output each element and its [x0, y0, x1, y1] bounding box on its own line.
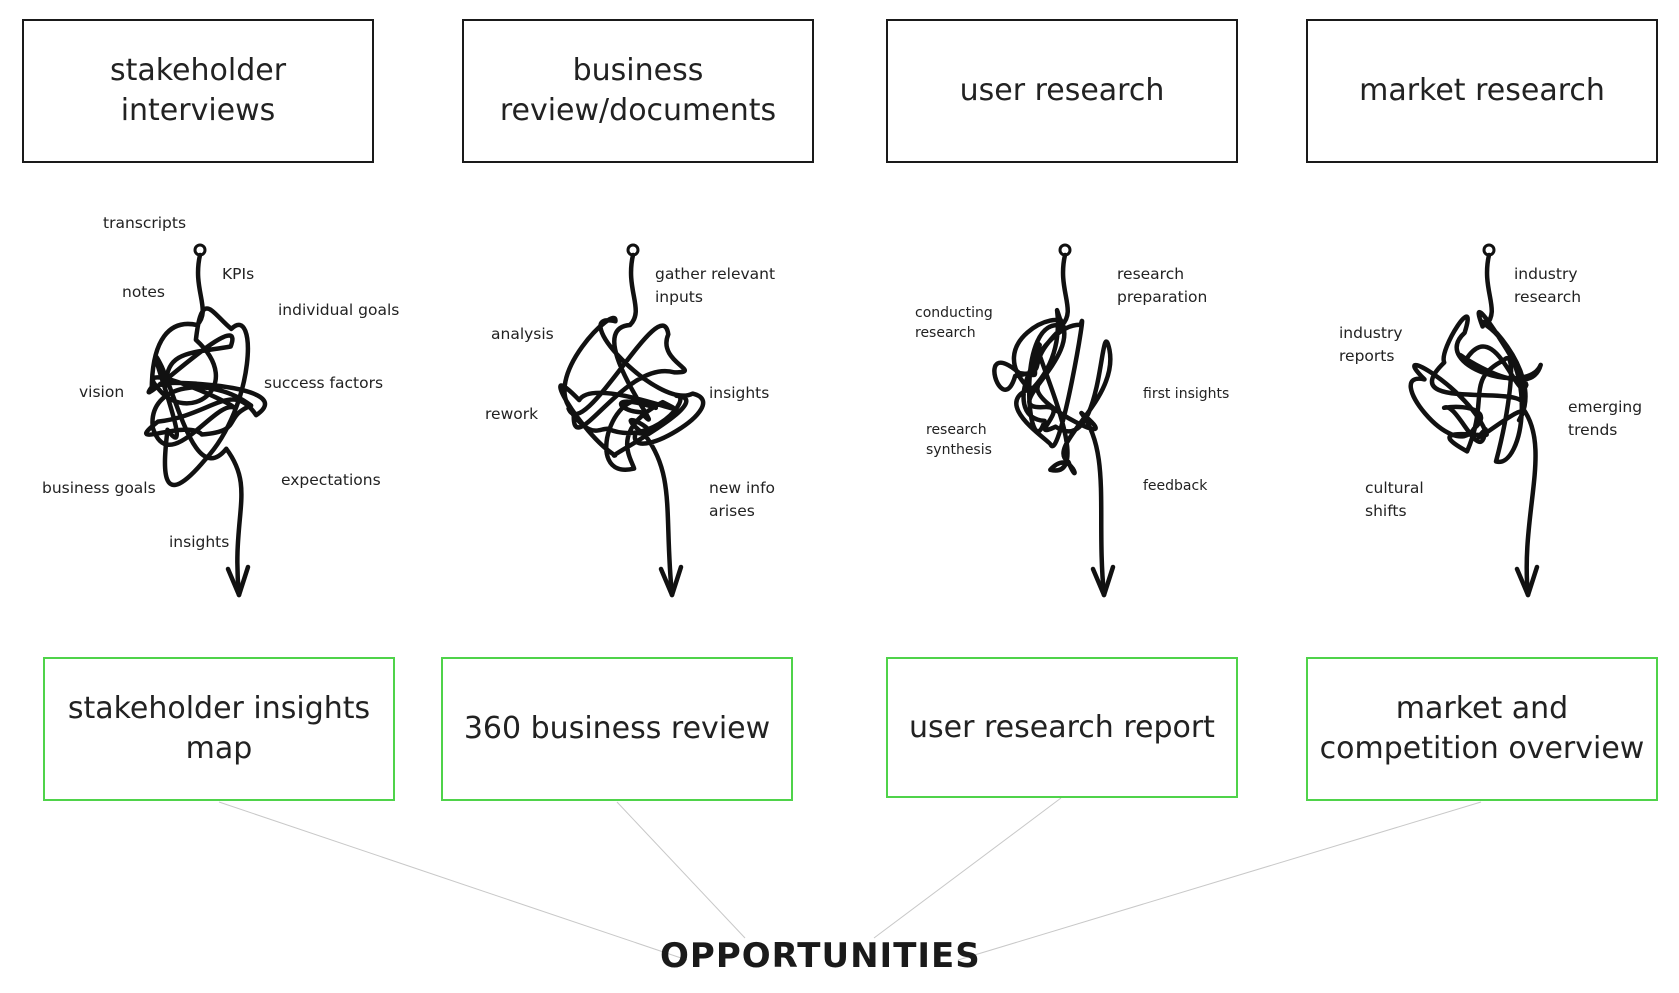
scribble-label: analysis [491, 325, 554, 343]
scribble-label: industry reports [1339, 324, 1403, 365]
scribble-label: expectations [281, 471, 381, 489]
source-box-market-research: market research [1306, 19, 1658, 163]
scribble-label: KPIs [222, 265, 255, 283]
output-label: market and competition overview [1319, 691, 1645, 766]
output-box-stakeholder-insights-map: stakeholder insights map [43, 657, 395, 801]
scribble-arrow [558, 243, 706, 598]
output-box-user-research-report: user research report [886, 657, 1238, 798]
connector-line [218, 801, 688, 961]
source-box-stakeholder-interviews: stakeholder interviews [22, 19, 374, 163]
scribble-label: notes [122, 283, 165, 301]
scribble-label: individual goals [278, 301, 400, 319]
scribble-label: success factors [264, 374, 384, 392]
source-label: stakeholder interviews [109, 53, 287, 128]
source-label: business review/documents [499, 53, 777, 128]
connector-line [957, 801, 1482, 961]
connector-line [616, 801, 746, 939]
source-label: user research [959, 73, 1165, 108]
connector-line [873, 797, 1062, 939]
scribble-label: rework [485, 405, 539, 423]
opportunities-title: OPPORTUNITIES [660, 936, 981, 976]
scribble-arrow [992, 243, 1116, 598]
scribble-label: business goals [42, 479, 156, 497]
scribble-label: feedback [1143, 478, 1208, 494]
scribble-arrow [1408, 243, 1543, 598]
scribble-label: first insights [1143, 386, 1230, 402]
scribble-label: conducting research [915, 305, 993, 341]
scribble-label: research synthesis [926, 422, 992, 458]
output-label: stakeholder insights map [67, 691, 371, 766]
source-box-user-research: user research [886, 19, 1238, 163]
scribble-label: vision [79, 383, 125, 401]
scribble-label: research preparation [1117, 265, 1208, 306]
source-box-business-review: business review/documents [462, 19, 814, 163]
output-label: 360 business review [463, 711, 771, 746]
output-label: user research report [909, 709, 1215, 745]
connector-lines [218, 797, 1482, 961]
scribble-label: emerging trends [1568, 398, 1643, 439]
scribble-label: insights [169, 533, 230, 551]
scribble-label: new info arises [709, 479, 776, 520]
scribble-arrow [143, 243, 268, 598]
scribble-label: cultural shifts [1365, 479, 1424, 520]
scribble-label: industry research [1514, 265, 1582, 306]
scribble-label: gather relevant inputs [655, 265, 776, 306]
scribble-label: insights [709, 384, 770, 402]
scribble-label: transcripts [103, 214, 187, 232]
output-box-360-business-review: 360 business review [441, 657, 793, 801]
output-box-market-competition-overview: market and competition overview [1306, 657, 1658, 801]
source-label: market research [1359, 73, 1605, 108]
